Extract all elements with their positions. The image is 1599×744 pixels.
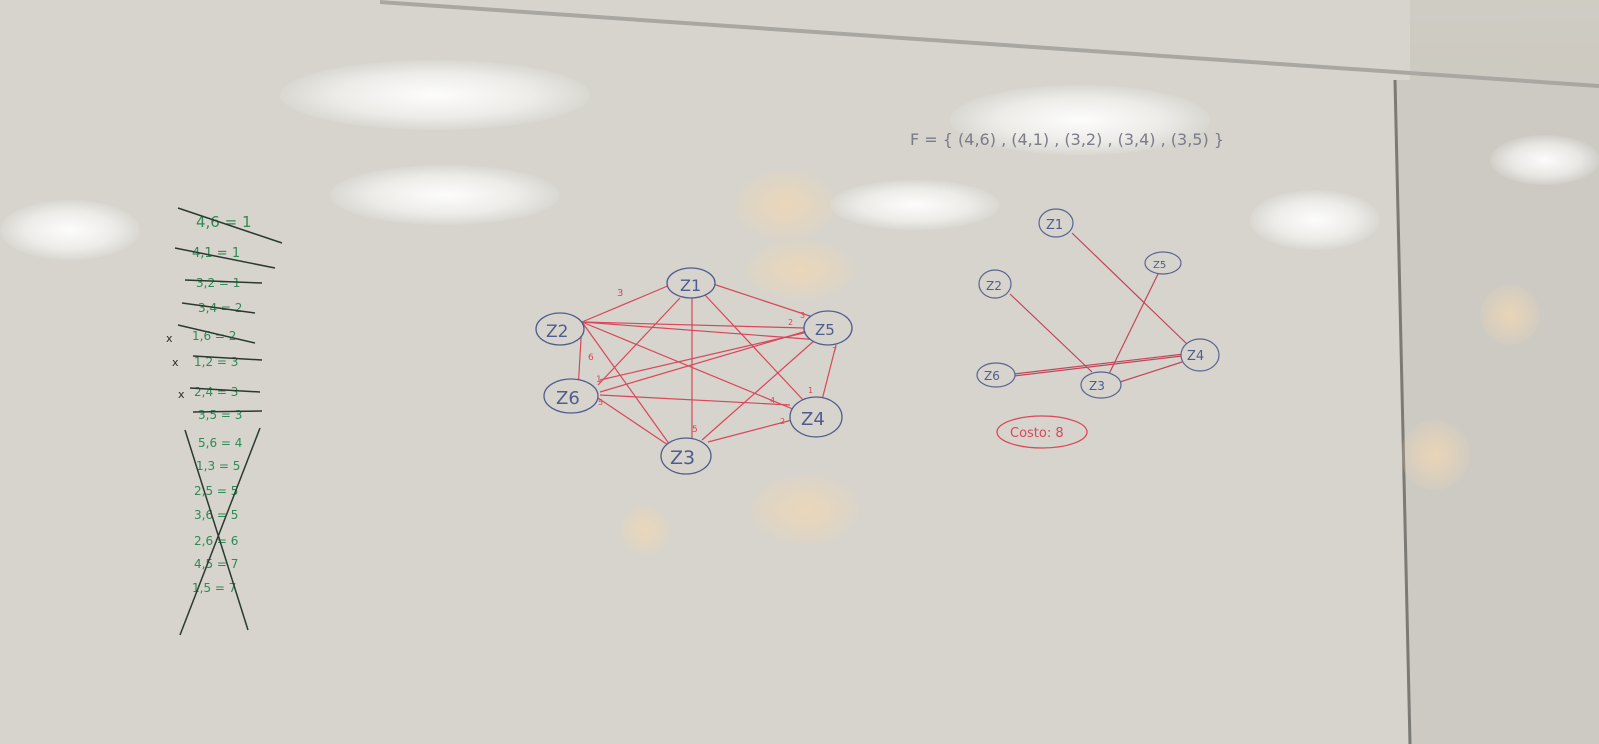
edge-weight: 3	[800, 311, 805, 320]
node-z1	[1038, 208, 1074, 238]
node-label-z6: Z6	[984, 369, 1000, 383]
edge-list-item: 1,6 = 2	[192, 329, 236, 343]
edge-weight: 2	[788, 318, 793, 327]
edge-mark: x	[166, 332, 173, 345]
graph-right-edges	[1009, 232, 1189, 383]
node-label-z1: Z1	[680, 276, 701, 295]
node-z3	[1080, 371, 1122, 399]
node-label-z1: Z1	[1046, 218, 1063, 233]
edge-weight: 5	[598, 398, 603, 407]
edge-list-item: 2,4 = 3	[194, 385, 238, 399]
edge-weight: 4	[770, 396, 775, 405]
node-z6	[543, 378, 599, 414]
node-z1	[666, 267, 716, 299]
node-z2	[978, 269, 1012, 299]
node-label-z2: Z2	[546, 322, 568, 342]
node-label-z3: Z3	[1089, 379, 1105, 393]
node-label-z5: Z5	[1153, 260, 1166, 271]
edge-list-item: 4,5 = 7	[194, 557, 238, 571]
graph-left: 3 6 5 1 2 7 3 2 1 5 4 Z1 Z2 Z3 Z4 Z5 Z6	[535, 267, 853, 475]
node-label-z4: Z4	[1187, 349, 1204, 364]
edge-list: 4,6 = 1 4,1 = 1 3,2 = 1 3,4 = 2 1,6 = 2 …	[166, 207, 283, 636]
board-right-panel	[1395, 80, 1599, 744]
set-label: F = { (4,6) , (4,1) , (3,2) , (3,4) , (3…	[910, 130, 1224, 149]
graph-right-nodes	[976, 208, 1220, 399]
node-z4	[1180, 338, 1220, 372]
edge-list-item: 3,5 = 3	[198, 408, 242, 422]
node-label-z3: Z3	[670, 447, 695, 469]
edge-weight: 1	[808, 386, 813, 395]
edge-list-item: 1,3 = 5	[196, 459, 240, 473]
edge-mark: x	[178, 388, 185, 401]
graph-left-nodes	[535, 267, 853, 475]
edge-list-item: 5,6 = 4	[198, 436, 242, 450]
edge-list-item: 4,1 = 1	[192, 246, 240, 261]
edge-weight: 6	[588, 353, 594, 363]
edge-weight: 1	[596, 375, 602, 385]
node-z5	[1144, 251, 1182, 275]
edge-weight: 7	[832, 346, 837, 355]
cost-label: Costo: 8	[1010, 426, 1064, 441]
edge-list-item: 1,5 = 7	[192, 581, 236, 595]
node-label-z6: Z6	[556, 388, 580, 409]
graph-right: Z1 Z2 Z3 Z4 Z5 Z6 Costo: 8	[976, 208, 1220, 449]
cost-outline	[996, 415, 1088, 449]
edge-list-item: 3,6 = 5	[194, 508, 238, 522]
board-seam	[1393, 79, 1412, 744]
node-label-z2: Z2	[986, 279, 1002, 293]
board-top-frame	[379, 0, 1599, 88]
node-z3	[660, 437, 712, 475]
node-z5	[803, 310, 853, 346]
edge-list-item: 4,6 = 1	[196, 213, 252, 231]
node-z4	[789, 396, 843, 438]
edge-weight: 3	[617, 288, 623, 299]
edge-list-item: 3,2 = 1	[196, 276, 240, 290]
edge-weight: 5	[692, 425, 698, 435]
strike-lines	[174, 207, 283, 636]
node-label-z5: Z5	[815, 321, 835, 339]
node-z6	[976, 362, 1016, 388]
node-label-z4: Z4	[801, 409, 825, 430]
graph-left-edges	[577, 283, 837, 446]
edge-list-item: 2,5 = 5	[194, 484, 238, 498]
edge-mark: x	[172, 356, 179, 369]
edge-weight: 2	[780, 417, 785, 426]
graph-left-weights: 3 6 5 1 2 7 3 2 1 5 4	[588, 288, 837, 435]
node-z2	[535, 312, 585, 346]
